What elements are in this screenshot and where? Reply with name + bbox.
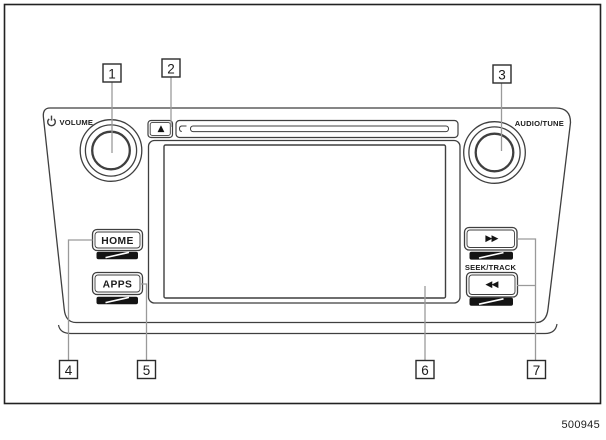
- callout-4-number: 4: [65, 363, 73, 378]
- audio-tune-label: AUDIO/TUNE: [515, 119, 564, 128]
- volume-knob: [79, 119, 143, 182]
- callout-6-number: 6: [421, 363, 429, 378]
- callout-2: 2: [161, 58, 181, 78]
- home-button-label: HOME: [101, 236, 134, 247]
- callout-5-leader: [141, 283, 148, 361]
- rewind-icon: ◀◀: [485, 280, 498, 290]
- callout-7-number: 7: [533, 363, 541, 378]
- figure-number: 500945: [561, 419, 600, 431]
- callout-4-leader: [67, 239, 93, 361]
- callout-4: 4: [58, 359, 79, 380]
- seek-track-label: SEEK/TRACK: [465, 263, 517, 272]
- callout-7-leader: [517, 238, 537, 361]
- apps-button-label: APPS: [103, 280, 133, 291]
- eject-button: ▲: [147, 119, 174, 139]
- disc-slot: [175, 119, 459, 139]
- callout-7: 7: [526, 359, 547, 380]
- home-bar-slash: [105, 251, 130, 259]
- apps-button: APPS: [91, 271, 144, 305]
- front-panel-bottom-edge: [57, 323, 558, 335]
- callout-1: 1: [102, 63, 122, 83]
- callout-3-number: 3: [498, 68, 506, 83]
- callout-5-number: 5: [143, 363, 151, 378]
- callout-5: 5: [136, 359, 157, 380]
- power-icon: [47, 115, 56, 127]
- eject-icon: ▲: [157, 124, 164, 134]
- volume-label: VOLUME: [60, 118, 94, 127]
- audio-tune-knob: [463, 121, 526, 184]
- callout-6: 6: [415, 359, 435, 380]
- callout-3: 3: [492, 64, 512, 84]
- home-button: HOME: [91, 228, 144, 260]
- rewind-bar-slash: [478, 298, 504, 305]
- fast-forward-bar-slash: [478, 251, 504, 259]
- callout-2-number: 2: [167, 62, 175, 77]
- display-screen: [147, 139, 461, 304]
- rewind-button: ◀◀: [465, 271, 519, 306]
- callout-1-number: 1: [108, 67, 116, 82]
- fast-forward-icon: ▶▶: [485, 234, 498, 244]
- apps-bar-slash: [105, 296, 130, 304]
